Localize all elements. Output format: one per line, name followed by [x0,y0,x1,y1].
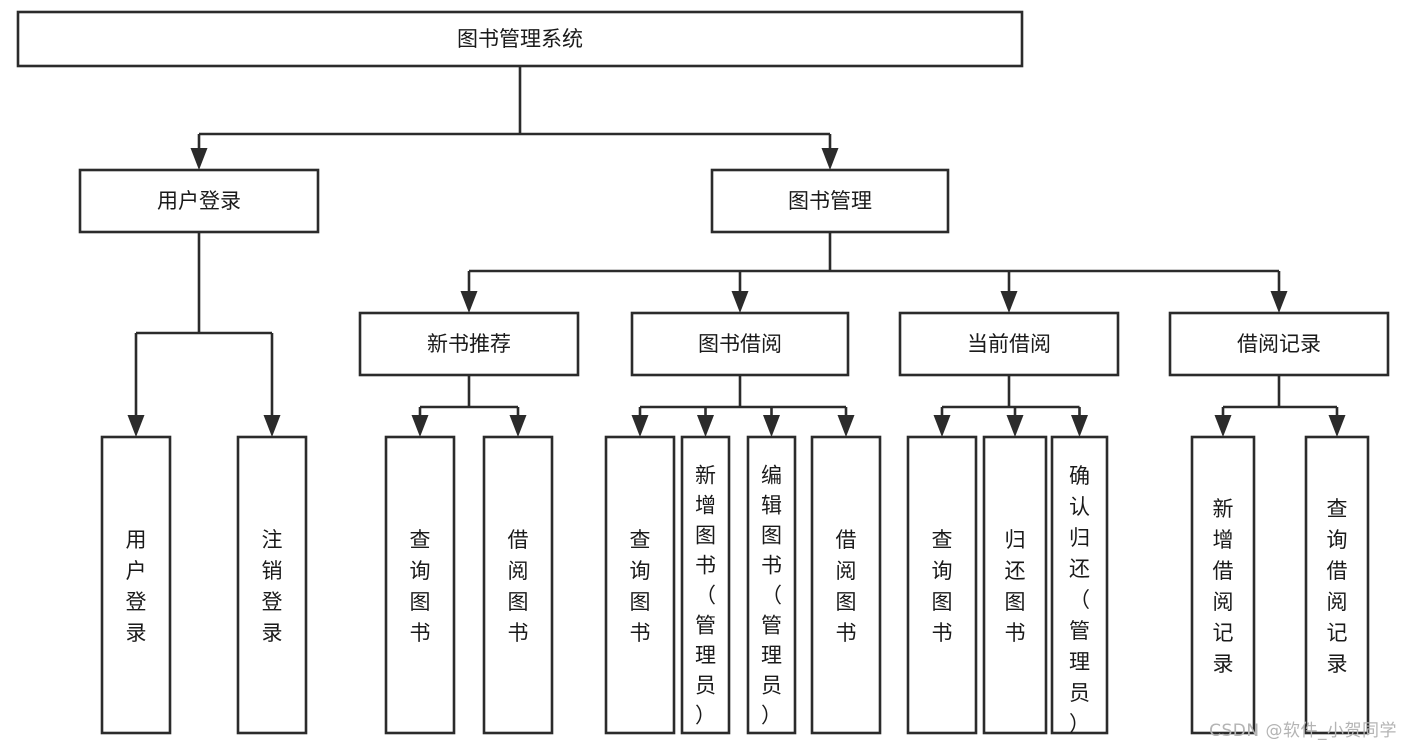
node-label-leaf-rec-2: 查询借阅记录 [1327,497,1348,676]
node-box-leaf-borrow-3[interactable] [746,435,797,735]
node-box-leaf-new-1[interactable] [384,435,456,735]
node-label-leaf-new-2: 借阅图书 [508,528,529,645]
node-label-leaf-borrow-2: 新增图书（管理员） [695,463,716,727]
node-bookmgmt[interactable]: 图书管理 [710,168,950,234]
node-box-bookmgmt[interactable] [710,168,950,234]
node-leaf-borrow-3[interactable]: 编辑图书（管理员） [746,435,797,735]
connector-group-bus-records [1214,375,1346,437]
connector-group-bus-login [127,232,281,437]
node-label-leaf-cur-2: 归还图书 [1005,528,1026,645]
node-label-leaf-borrow-3: 编辑图书（管理员） [761,463,782,727]
node-label-borrow: 图书借阅 [698,332,782,356]
node-box-borrow[interactable] [630,311,850,377]
node-box-leaf-borrow-4[interactable] [810,435,882,735]
node-label-root: 图书管理系统 [457,27,583,51]
node-box-records[interactable] [1168,311,1390,377]
connector-group-bus-newbook [411,375,527,437]
node-box-leaf-login-2[interactable] [236,435,308,735]
node-label-current: 当前借阅 [967,332,1051,356]
node-box-login[interactable] [78,168,320,234]
node-label-records: 借阅记录 [1237,332,1321,356]
node-box-leaf-cur-3[interactable] [1050,435,1109,735]
node-label-newbook: 新书推荐 [427,332,511,356]
node-label-login: 用户登录 [157,189,241,213]
connector-group-bus-bookmgmt [460,232,1288,313]
node-label-leaf-cur-3: 确认归还（管理员） [1069,464,1090,736]
connector-group-bus-root [190,66,839,170]
node-box-leaf-new-2[interactable] [482,435,554,735]
node-box-leaf-rec-2[interactable] [1304,435,1370,735]
node-leaf-login-2[interactable]: 注销登录 [236,435,308,735]
node-newbook[interactable]: 新书推荐 [358,311,580,377]
connector-group-bus-current [933,375,1088,437]
watermark-label: CSDN @软件_小贺同学 [1209,721,1397,741]
node-box-leaf-rec-1[interactable] [1190,435,1256,735]
node-leaf-new-2[interactable]: 借阅图书 [482,435,554,735]
node-label-leaf-borrow-4: 借阅图书 [836,528,857,645]
node-label-leaf-new-1: 查询图书 [410,528,431,645]
node-label-leaf-login-2: 注销登录 [262,528,283,645]
node-label-leaf-login-1: 用户登录 [126,528,147,645]
node-leaf-borrow-1[interactable]: 查询图书 [604,435,676,735]
node-label-bookmgmt: 图书管理 [788,189,872,213]
node-leaf-cur-3[interactable]: 确认归还（管理员） [1050,435,1109,736]
node-leaf-cur-2[interactable]: 归还图书 [982,435,1048,735]
node-layer: 图书管理系统用户登录图书管理新书推荐图书借阅当前借阅借阅记录用户登录注销登录查询… [16,10,1390,736]
node-leaf-rec-2[interactable]: 查询借阅记录 [1304,435,1370,735]
node-root[interactable]: 图书管理系统 [16,10,1024,68]
node-leaf-cur-1[interactable]: 查询图书 [906,435,978,735]
node-box-root[interactable] [16,10,1024,68]
node-leaf-borrow-2[interactable]: 新增图书（管理员） [680,435,731,735]
node-label-leaf-borrow-1: 查询图书 [630,528,651,645]
edge-layer [127,66,1346,437]
node-leaf-new-1[interactable]: 查询图书 [384,435,456,735]
node-leaf-borrow-4[interactable]: 借阅图书 [810,435,882,735]
node-label-leaf-cur-1: 查询图书 [932,528,953,645]
node-box-leaf-cur-1[interactable] [906,435,978,735]
node-box-leaf-borrow-2[interactable] [680,435,731,735]
node-records[interactable]: 借阅记录 [1168,311,1390,377]
node-borrow[interactable]: 图书借阅 [630,311,850,377]
node-box-leaf-cur-2[interactable] [982,435,1048,735]
node-box-leaf-login-1[interactable] [100,435,172,735]
node-box-current[interactable] [898,311,1120,377]
node-leaf-rec-1[interactable]: 新增借阅记录 [1190,435,1256,735]
node-box-newbook[interactable] [358,311,580,377]
node-label-leaf-rec-1: 新增借阅记录 [1213,497,1234,676]
node-box-leaf-borrow-1[interactable] [604,435,676,735]
node-leaf-login-1[interactable]: 用户登录 [100,435,172,735]
connector-group-bus-borrow [631,375,855,437]
node-login[interactable]: 用户登录 [78,168,320,234]
node-current[interactable]: 当前借阅 [898,311,1120,377]
